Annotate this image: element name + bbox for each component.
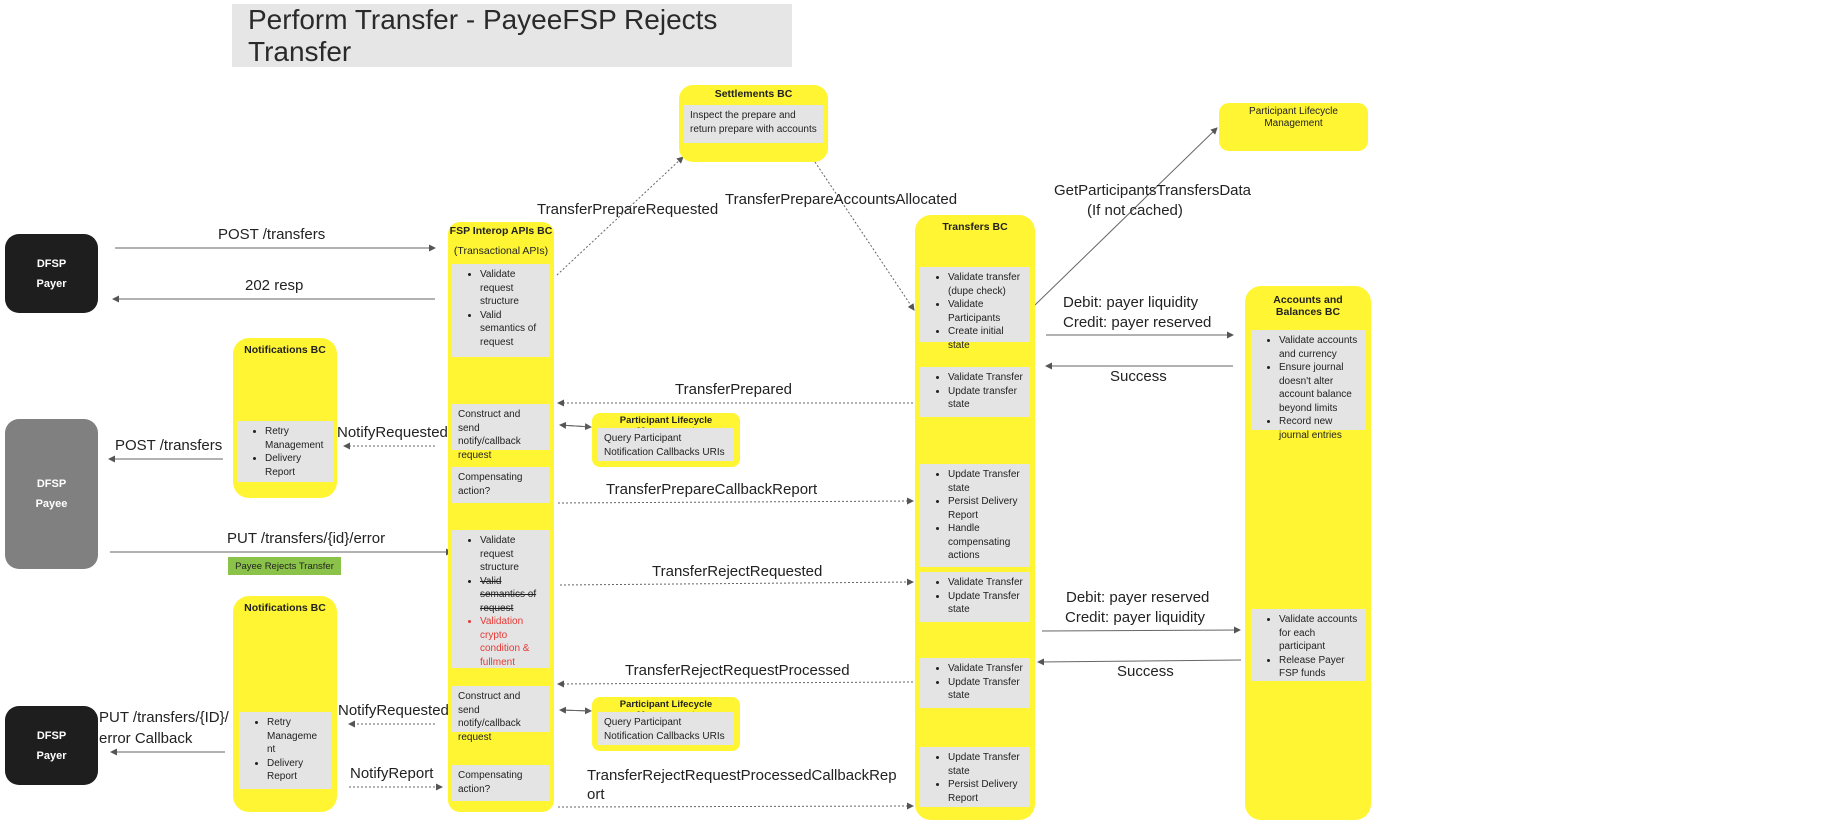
label-credit-2: Credit: payer liquidity	[1065, 609, 1206, 626]
arrow-prepare-accounts-allocated	[814, 161, 915, 311]
transfers-bc-title: Transfers BC	[942, 221, 1008, 233]
actor-role: Payer	[36, 749, 67, 762]
label-credit-1: Credit: payer reserved	[1063, 314, 1212, 331]
label-put-error-callback-1: PUT /transfers/{ID}/	[99, 709, 229, 726]
dfsp-payer-top: DFSP Payer	[5, 234, 98, 313]
notif-top-title: Notifications BC	[244, 344, 326, 356]
accounts-balances-bc: Accounts and Balances BC Validate accoun…	[1245, 286, 1371, 820]
arrow-reject-processed-callback	[557, 802, 914, 810]
label-reject-requested: TransferRejectRequested	[652, 563, 823, 580]
label-prepare-accounts-allocated: TransferPrepareAccountsAllocated	[725, 191, 958, 208]
payee-rejects-tag: Payee Rejects Transfer	[228, 557, 341, 575]
label-debit-1: Debit: payer liquidity	[1063, 294, 1199, 311]
transfers-box-5: Validate Transfer Update Transfer state	[920, 658, 1030, 708]
label-reject-request-processed: TransferRejectRequestProcessed	[625, 662, 850, 679]
settlements-box: Inspect the prepare and return prepare w…	[684, 105, 823, 143]
label-post-transfers: POST /transfers	[218, 226, 326, 243]
interop-box-compensating-1: Compensating action?	[452, 467, 550, 503]
notif-bottom-title: Notifications BC	[244, 602, 326, 614]
accounts-bc-title: Accounts and Balances BC	[1273, 294, 1343, 318]
arrow-reject-requested	[559, 578, 914, 586]
label-transfer-prepared: TransferPrepared	[675, 381, 792, 398]
dfsp-payer-bottom: DFSP Payer	[5, 706, 98, 785]
plm-top-title: Participant Lifecycle Management	[1249, 106, 1338, 129]
dfsp-payee: DFSP Payee	[5, 419, 98, 569]
interop-box-validate: Validate request structure Valid semanti…	[452, 264, 550, 357]
actor-name: DFSP	[36, 257, 67, 270]
label-prepare-requested: TransferPrepareRequested	[537, 201, 719, 218]
notifications-bc-bottom: Notifications BC Retry Manageme nt Deliv…	[233, 596, 337, 812]
notif-bottom-box: Retry Manageme nt Delivery Report	[239, 712, 331, 789]
settlements-bc: Settlements BC Inspect the prepare and r…	[679, 85, 828, 162]
fsp-interop-bc: FSP Interop APIs BC (Transactional APIs)…	[448, 222, 554, 812]
page-title: Perform Transfer - PayeeFSP Rejects Tran…	[232, 4, 792, 67]
arrow-prepare-callback-report	[557, 497, 914, 505]
label-put-error-callback-2: error Callback	[99, 730, 193, 747]
label-success-1: Success	[1110, 368, 1167, 385]
notif-top-box: Retry Management Delivery Report	[237, 421, 333, 482]
arrow-reject-request-processed	[557, 680, 914, 688]
interop-box-construct-1: Construct and send notify/callback reque…	[452, 404, 550, 461]
interop-bc-subtitle: (Transactional APIs)	[453, 245, 549, 257]
label-success-2: Success	[1117, 663, 1174, 680]
transfers-box-4: Validate Transfer Update Transfer state	[920, 572, 1030, 622]
transfers-box-3: Update Transfer state Persist Delivery R…	[920, 464, 1030, 567]
transfers-box-1: Validate transfer (dupe check) Validate …	[920, 267, 1030, 351]
arrow-get-participants	[1034, 127, 1218, 306]
interop-box-construct-2: Construct and send notify/callback reque…	[452, 686, 550, 743]
plm-top: Participant Lifecycle Management	[1219, 103, 1368, 151]
label-reject-processed-callback-1: TransferRejectRequestProcessedCallbackRe…	[587, 767, 897, 784]
accounts-box-2: Validate accounts for each participant R…	[1251, 609, 1365, 681]
arrow-prepare-requested	[556, 156, 684, 276]
interop-box-validate-2: Validate request structure Valid semanti…	[452, 530, 550, 668]
label-reject-processed-callback-2: ort	[587, 786, 605, 803]
interop-box-compensating-2: Compensating action?	[452, 765, 550, 801]
transfers-box-2: Validate Transfer Update transfer state	[920, 367, 1030, 417]
label-notify-report: NotifyReport	[350, 765, 434, 782]
plm-mid-2-box: Query Participant Notification Callbacks…	[598, 712, 734, 745]
label-202-resp: 202 resp	[245, 277, 304, 294]
label-get-participants-2: (If not cached)	[1087, 202, 1183, 219]
plm-mid-1: Participant Lifecycle Management Query P…	[592, 413, 740, 467]
plm-mid-1-box: Query Participant Notification Callbacks…	[598, 428, 734, 461]
accounts-box-1: Validate accounts and currency Ensure jo…	[1251, 330, 1365, 441]
arrow-success-2	[1037, 658, 1242, 666]
actor-role: Payee	[35, 498, 68, 510]
label-notify-requested-2: NotifyRequested	[338, 702, 449, 719]
actor-name: DFSP	[36, 729, 67, 742]
label-put-error: PUT /transfers/{id}/error	[227, 530, 386, 547]
interop-bc-title: FSP Interop APIs BC	[449, 225, 553, 237]
actor-role: Payer	[36, 277, 67, 290]
transfers-box-6: Update Transfer state Persist Delivery R…	[920, 747, 1030, 807]
label-post-transfers-payee: POST /transfers	[115, 437, 223, 454]
transfers-bc: Transfers BC Validate transfer (dupe che…	[915, 215, 1035, 820]
settlements-bc-title: Settlements BC	[714, 88, 793, 100]
label-get-participants-1: GetParticipantsTransfersData	[1054, 182, 1252, 199]
label-notify-requested-1: NotifyRequested	[337, 424, 448, 441]
label-prepare-callback-report: TransferPrepareCallbackReport	[606, 481, 818, 498]
notifications-bc-top: Notifications BC Retry Management Delive…	[233, 338, 337, 498]
plm-mid-2: Participant Lifecycle Management Query P…	[592, 697, 740, 751]
label-debit-2: Debit: payer reserved	[1066, 589, 1210, 606]
actor-name: DFSP	[36, 478, 67, 490]
arrow-debit-2	[1041, 626, 1241, 634]
